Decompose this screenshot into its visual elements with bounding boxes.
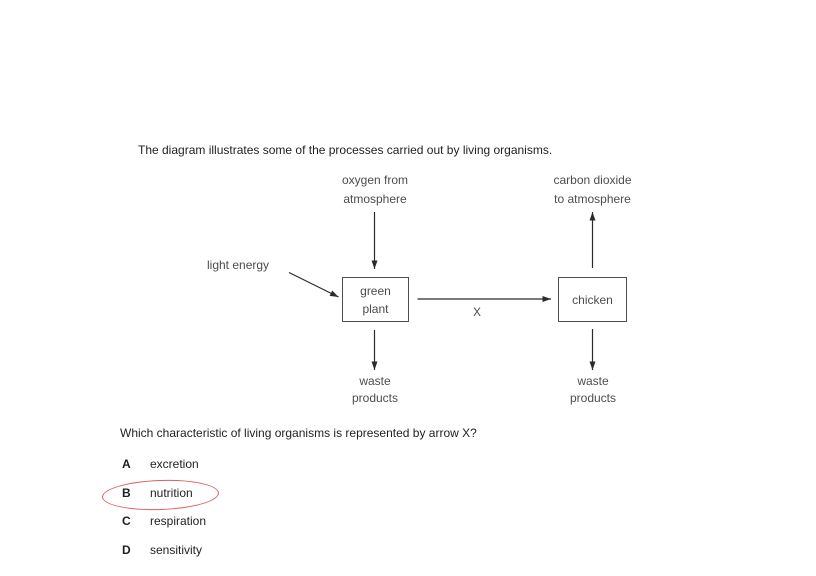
option-row-c[interactable]: C respiration (122, 514, 206, 528)
option-text-b: nutrition (150, 486, 193, 500)
option-letter-c: C (122, 514, 131, 528)
intro-text: The diagram illustrates some of the proc… (138, 143, 553, 157)
chicken-box: chicken (558, 277, 627, 322)
option-text-d: sensitivity (150, 543, 203, 557)
option-letter-a: A (122, 457, 131, 471)
question-text: Which characteristic of living organisms… (120, 426, 477, 440)
waste-products-left-label: waste products (351, 374, 399, 405)
carbon-dioxide-to-atmosphere-label: carbon dioxide to atmosphere (553, 173, 632, 206)
option-letter-b: B (122, 486, 131, 500)
waste-products-right-label: waste products (569, 374, 617, 405)
option-row-d[interactable]: D sensitivity (122, 543, 202, 557)
light-energy-label: light energy (207, 258, 270, 272)
green-plant-box: green plant (342, 277, 409, 322)
option-text-c: respiration (150, 514, 207, 528)
arrow-x-label: X (473, 305, 482, 319)
option-row-a[interactable]: A excretion (122, 457, 199, 471)
answer-circle (101, 477, 220, 513)
option-letter-d: D (122, 543, 131, 557)
option-row-b[interactable]: B nutrition (122, 486, 193, 500)
arrow-light-energy-to-green-plant (288, 271, 339, 298)
oxygen-from-atmosphere-label: oxygen from atmosphere (341, 173, 409, 206)
option-text-a: excretion (150, 457, 199, 471)
